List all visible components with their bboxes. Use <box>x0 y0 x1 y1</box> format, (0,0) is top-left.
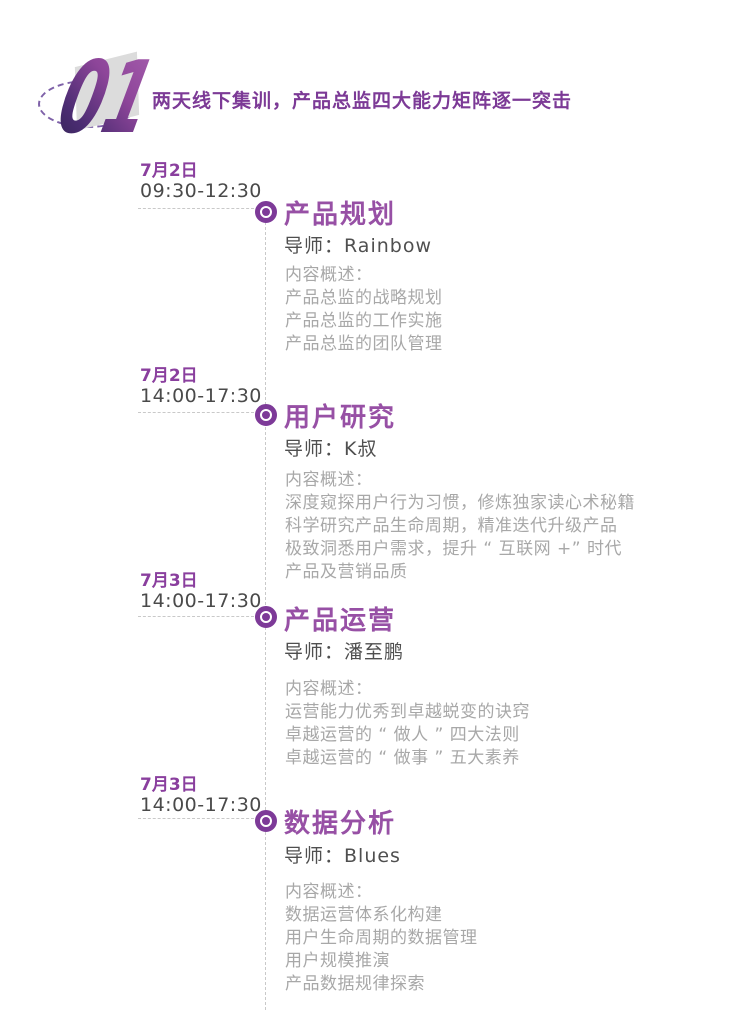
session-time: 14:00-17:30 <box>140 385 262 407</box>
content-lines: 数据运营体系化构建用户生命周期的数据管理用户规模推演产品数据规律探索 <box>285 905 478 994</box>
session-time: 14:00-17:30 <box>140 794 262 816</box>
session-date: 7月2日 <box>140 366 198 386</box>
session-date: 7月2日 <box>140 161 198 181</box>
content-lines: 运营能力优秀到卓越蜕变的诀窍卓越运营的 “ 做人 ” 四大法则卓越运营的 “ 做… <box>285 702 530 768</box>
timeline-bullet-icon <box>255 201 277 223</box>
session-title: 数据分析 <box>284 809 397 839</box>
session-mentor: 导师：K叔 <box>284 434 377 461</box>
content-heading: 内容概述： <box>285 679 373 699</box>
session-title: 产品运营 <box>284 606 397 636</box>
session-datetime: 7月2日 14:00-17:30 <box>140 366 270 406</box>
badge-number-graphic: 01 <box>48 40 160 148</box>
session-mentor: 导师：Rainbow <box>284 231 432 258</box>
timeline-bullet-icon <box>255 606 277 628</box>
session-content: 内容概述： 产品总监的战略规划产品总监的工作实施产品总监的团队管理 <box>285 264 685 356</box>
session-time: 14:00-17:30 <box>140 590 262 612</box>
timeline-connector <box>138 818 254 819</box>
content-lines: 深度窥探用户行为习惯，修炼独家读心术秘籍科学研究产品生命周期，精准迭代升级产品极… <box>285 493 635 582</box>
session-datetime: 7月3日 14:00-17:30 <box>140 775 270 815</box>
timeline-bullet-icon <box>255 404 277 426</box>
section-number-badge: 01 <box>30 28 160 148</box>
content-heading: 内容概述： <box>285 470 373 490</box>
mentor-label: 导师： <box>284 438 345 460</box>
session-content: 内容概述： 数据运营体系化构建用户生命周期的数据管理用户规模推演产品数据规律探索 <box>285 881 685 996</box>
session-content: 内容概述： 深度窥探用户行为习惯，修炼独家读心术秘籍科学研究产品生命周期，精准迭… <box>285 469 685 584</box>
mentor-name: Blues <box>344 845 401 867</box>
timeline-connector <box>138 412 254 413</box>
mentor-label: 导师： <box>284 845 345 867</box>
page-title: 两天线下集训，产品总监四大能力矩阵逐一突击 <box>152 90 573 112</box>
content-heading: 内容概述： <box>285 882 373 902</box>
timeline-connector <box>138 616 254 617</box>
session-date: 7月3日 <box>140 571 198 591</box>
mentor-label: 导师： <box>284 235 345 257</box>
timeline-connector <box>138 208 254 209</box>
session-title: 产品规划 <box>284 200 397 230</box>
mentor-name: 潘至鹏 <box>344 641 405 663</box>
session-mentor: 导师：Blues <box>284 841 401 868</box>
session-content: 内容概述： 运营能力优秀到卓越蜕变的诀窍卓越运营的 “ 做人 ” 四大法则卓越运… <box>285 678 685 770</box>
mentor-name: K叔 <box>344 438 378 460</box>
session-time: 09:30-12:30 <box>140 180 262 202</box>
timeline-bullet-icon <box>255 810 277 832</box>
content-lines: 产品总监的战略规划产品总监的工作实施产品总监的团队管理 <box>285 288 443 354</box>
session-mentor: 导师：潘至鹏 <box>284 637 404 664</box>
content-heading: 内容概述： <box>285 265 373 285</box>
mentor-label: 导师： <box>284 641 345 663</box>
mentor-name: Rainbow <box>344 235 432 257</box>
session-datetime: 7月3日 14:00-17:30 <box>140 571 270 611</box>
session-datetime: 7月2日 09:30-12:30 <box>140 161 270 201</box>
session-date: 7月3日 <box>140 775 198 795</box>
session-title: 用户研究 <box>284 403 397 433</box>
